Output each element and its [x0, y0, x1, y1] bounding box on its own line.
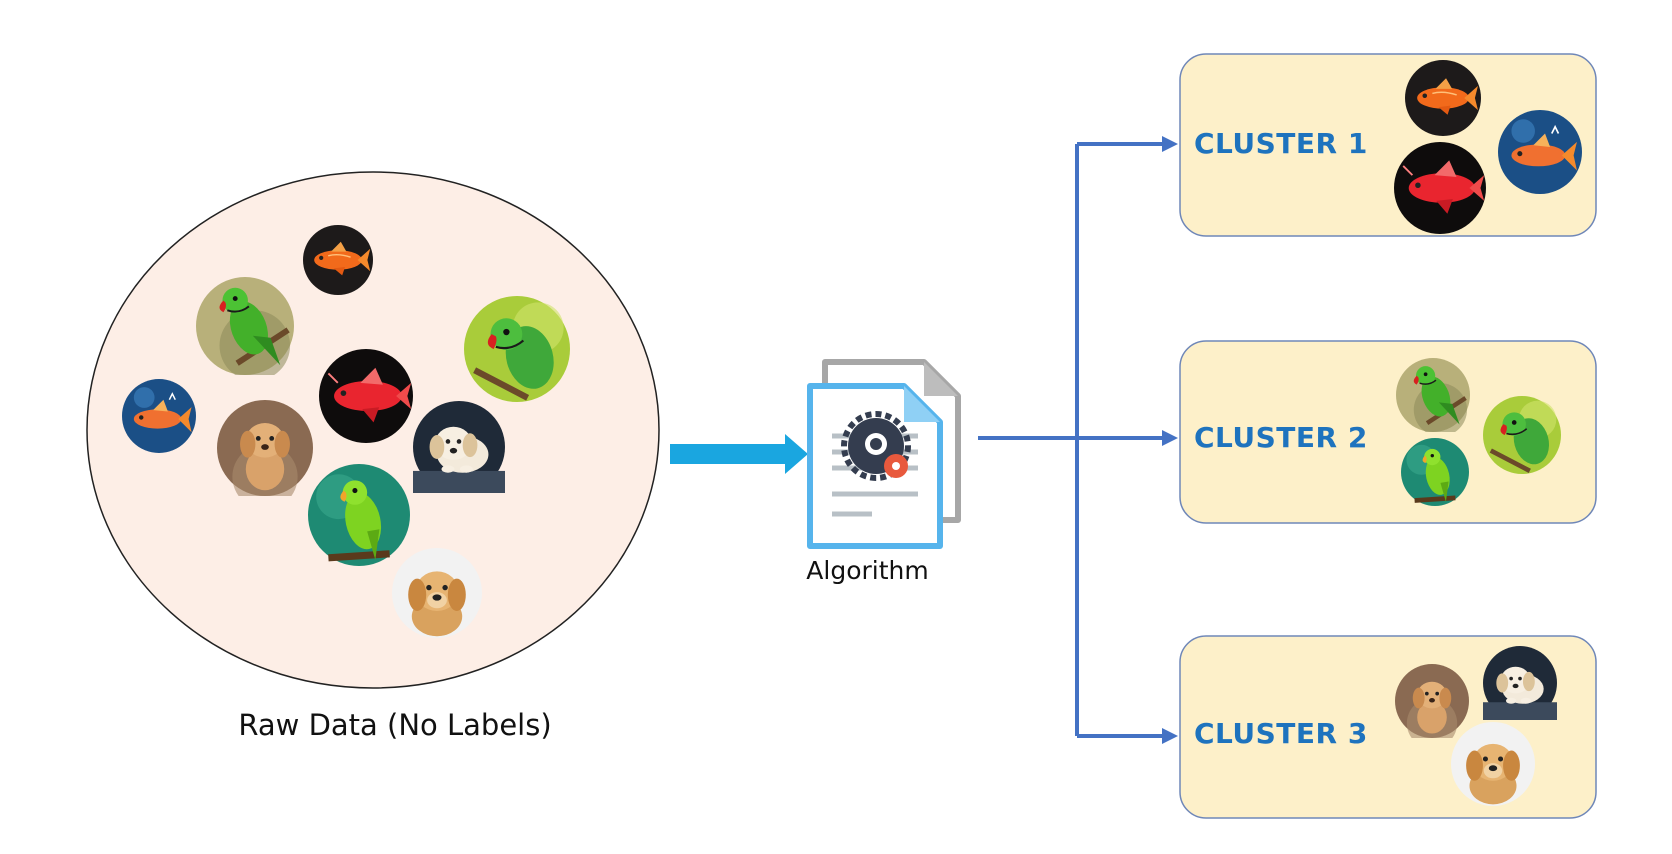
parrot-image	[1483, 396, 1561, 474]
raw-data-label: Raw Data (No Labels)	[238, 708, 552, 742]
cluster-1-label: CLUSTER 1	[1194, 127, 1368, 160]
fish-image	[302, 225, 374, 295]
cluster-3-label: CLUSTER 3	[1194, 717, 1368, 750]
fish-image	[1497, 110, 1583, 194]
puppy-image	[413, 401, 505, 493]
cluster-3-box	[1179, 635, 1597, 819]
cluster-1-box	[1179, 53, 1597, 237]
cluster-2-label: CLUSTER 2	[1194, 421, 1368, 454]
fish-image	[1392, 142, 1488, 234]
parrot-image	[1401, 438, 1469, 506]
cluster-2-box	[1179, 340, 1597, 524]
document-gear-icon	[807, 359, 961, 549]
raw-data-group	[86, 171, 660, 689]
puppy-image	[1451, 722, 1535, 806]
input-arrow	[670, 434, 808, 474]
parrot-image	[464, 296, 570, 402]
fish-image	[317, 349, 415, 443]
fish-image	[121, 379, 197, 453]
puppy-image	[1483, 646, 1557, 720]
fish-image	[1403, 60, 1483, 136]
connector-arrowheads	[1162, 136, 1178, 744]
puppy-image	[392, 548, 482, 638]
algorithm-label: Algorithm	[806, 556, 929, 585]
parrot-image	[308, 464, 410, 566]
connector-lines	[978, 142, 1164, 738]
